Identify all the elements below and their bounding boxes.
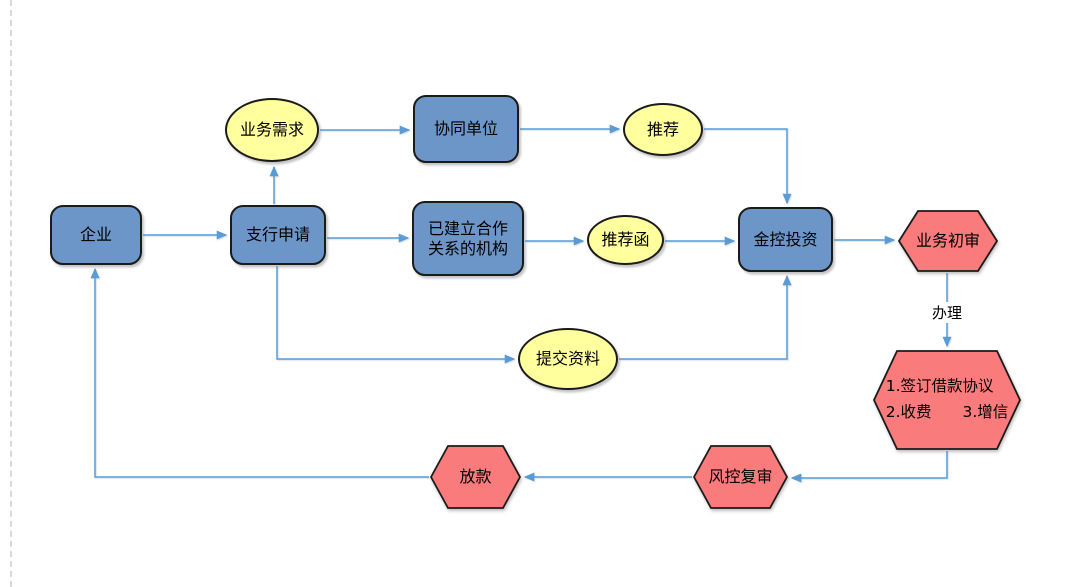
edge-disbursement-to-enterprise — [90, 267, 429, 478]
node-jinkong-investment-label: 金控投资 — [753, 229, 818, 249]
node-enterprise-label: 企业 — [79, 225, 112, 244]
node-business-initial-review-label: 业务初审 — [915, 231, 980, 250]
edge-submit-materials-to-jinkong — [619, 274, 792, 360]
node-recommendation-letter-label: 推荐函 — [601, 230, 650, 249]
node-risk-review[interactable]: 风控复审 — [693, 445, 788, 509]
edge-branch-to-submit-materials — [276, 266, 516, 364]
agreement-line1: 1.签订借款协议 — [885, 377, 994, 396]
node-partner-unit-label: 协同单位 — [433, 119, 498, 138]
node-partner-unit[interactable]: 协同单位 — [413, 95, 519, 163]
node-established-institution[interactable]: 已建立合作关系的机构 — [412, 201, 524, 276]
hexagon-shape — [430, 445, 521, 509]
node-disbursement-label: 放款 — [459, 467, 492, 486]
node-risk-review-label: 风控复审 — [708, 467, 773, 486]
hexagon-shape — [873, 350, 1021, 450]
node-business-initial-review[interactable]: 业务初审 — [898, 210, 998, 272]
node-submit-materials-label: 提交资料 — [535, 349, 600, 368]
node-recommendation-label: 推荐 — [646, 119, 679, 139]
page-margin-dashed-line — [10, 0, 12, 587]
node-agreement-terms[interactable]: 1.签订借款协议 2.收费 3.增信 — [873, 350, 1021, 450]
agreement-line2: 2.收费 3.增信 — [885, 403, 1009, 421]
node-branch-request-label: 支行申请 — [245, 225, 310, 244]
node-agreement-terms-label: 1.签订借款协议 2.收费 3.增信 — [886, 374, 1009, 425]
node-jinkong-investment[interactable]: 金控投资 — [738, 207, 833, 272]
node-disbursement[interactable]: 放款 — [430, 445, 521, 509]
hexagon-shape — [898, 210, 998, 272]
edge-agreement-to-risk-review — [790, 451, 948, 483]
node-submit-materials[interactable]: 提交资料 — [518, 328, 618, 390]
node-enterprise[interactable]: 企业 — [50, 205, 142, 265]
node-business-need[interactable]: 业务需求 — [225, 98, 319, 162]
node-recommendation[interactable]: 推荐 — [623, 103, 703, 156]
node-business-need-label: 业务需求 — [239, 120, 304, 139]
node-established-institution-label: 已建立合作关系的机构 — [427, 218, 508, 258]
node-recommendation-letter[interactable]: 推荐函 — [587, 215, 664, 265]
edge-recommendation-to-jinkong — [704, 128, 792, 205]
node-branch-request[interactable]: 支行申请 — [230, 205, 326, 265]
hexagon-shape — [693, 445, 788, 509]
edge-label-process: 办理 — [917, 302, 977, 323]
